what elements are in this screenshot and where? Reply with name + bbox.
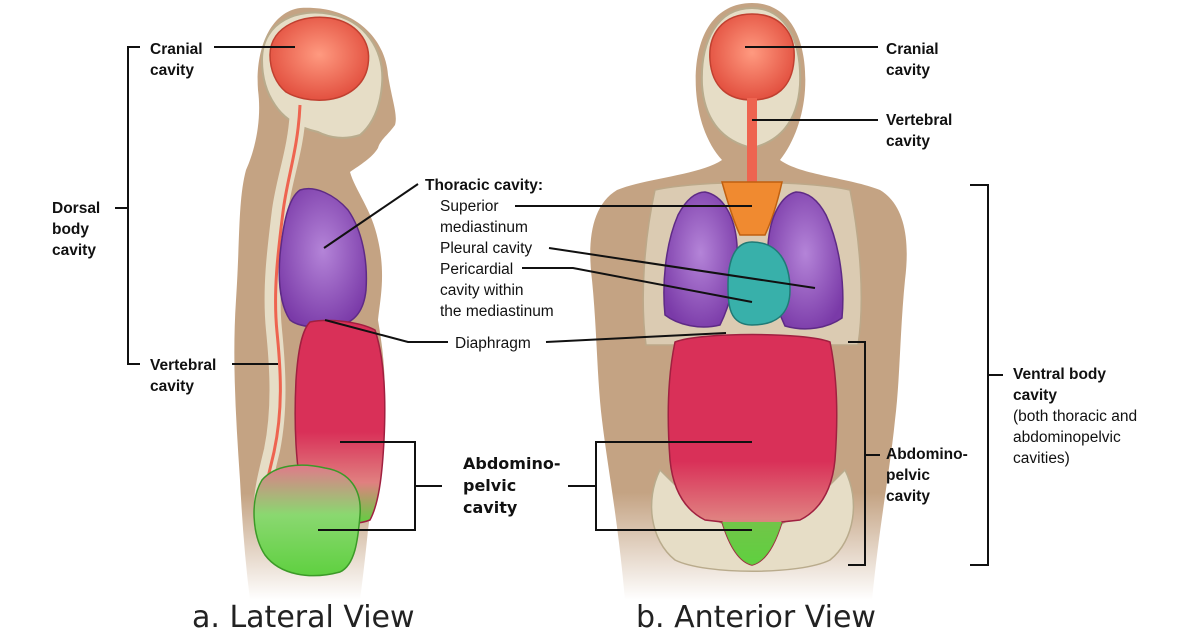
anterior-superior-mediastinum — [721, 181, 783, 236]
caption-lateral-view: a. Lateral View — [192, 600, 415, 635]
bracket-ventral-body-cavity — [970, 184, 989, 566]
lateral-figure — [234, 7, 396, 601]
label-lateral-vertebral-cavity: Vertebral cavity — [150, 357, 217, 395]
anterior-left-pleural-cavity — [663, 191, 738, 328]
caption-anterior-view: b. Anterior View — [636, 600, 876, 635]
lateral-spinal-cord — [261, 104, 302, 506]
label-ventral-body-cavity-note: (both thoracic and abdominopelvic caviti… — [1013, 408, 1138, 467]
label-anterior-abdominopelvic-cavity: Abdomino- pelvic cavity — [886, 446, 968, 505]
anterior-pericardial-cavity — [727, 241, 791, 326]
leader-lines — [115, 46, 1003, 566]
leader-diaphragm-anterior — [545, 332, 727, 343]
lateral-pelvic-cavity — [253, 464, 361, 577]
label-anterior-cranial-cavity: Cranial cavity — [886, 41, 939, 79]
label-anterior-vertebral-cavity: Vertebral cavity — [886, 112, 953, 150]
lateral-spine — [254, 102, 306, 513]
anterior-cranial-cavity — [709, 13, 795, 101]
bracket-anterior-abdominopelvic-right — [848, 341, 866, 566]
anterior-pelvic-green — [722, 522, 782, 565]
leader-thoracic-to-lung — [323, 183, 419, 249]
label-pleural-cavity: Pleural cavity — [440, 240, 533, 257]
leader-pleural-cavity — [548, 247, 816, 289]
anterior-vertebral-cavity — [747, 98, 757, 184]
label-dorsal-body-cavity: Dorsal body cavity — [52, 200, 101, 259]
label-lateral-cranial-cavity: Cranial cavity — [150, 41, 203, 79]
label-diaphragm: Diaphragm — [455, 335, 531, 352]
label-lateral-abdominopelvic-cavity: Abdomino- pelvic cavity — [463, 454, 561, 517]
label-ventral-body-cavity: Ventral body cavity — [1013, 366, 1107, 404]
lateral-cranial-cavity — [269, 16, 370, 101]
label-thoracic-cavity: Thoracic cavity: — [425, 177, 544, 194]
label-superior-mediastinum: Superior mediastinum — [440, 198, 528, 236]
leader-diaphragm-lateral — [324, 319, 448, 343]
label-pericardial-cavity: Pericardial cavity within the mediastinu… — [440, 261, 554, 320]
leader-pericardial-cavity — [522, 267, 753, 303]
bracket-dorsal-body-cavity — [127, 46, 140, 365]
